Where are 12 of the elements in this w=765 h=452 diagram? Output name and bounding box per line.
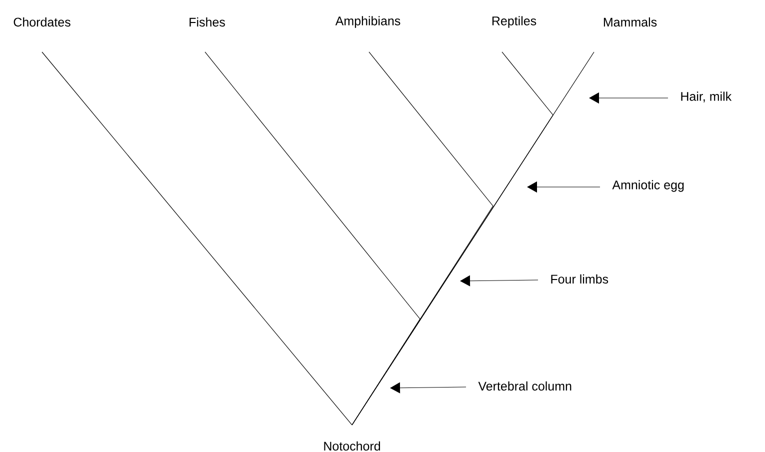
taxon-label: Chordates xyxy=(14,17,70,27)
taxon-label: Reptiles xyxy=(492,16,536,28)
taxon-label: Fishes xyxy=(190,17,225,27)
trait-label: Vertebral column xyxy=(478,381,572,391)
branch-line xyxy=(352,52,594,426)
trait-label: Four limbs xyxy=(551,274,608,284)
taxon-label: Amphibians xyxy=(335,16,400,28)
taxon-label: Mammals xyxy=(604,17,657,27)
trait-label: Amniotic egg xyxy=(612,180,684,192)
trait-label: Hair, milk xyxy=(681,92,732,102)
root-label: Notochord xyxy=(324,441,380,451)
branch-line xyxy=(42,52,352,426)
